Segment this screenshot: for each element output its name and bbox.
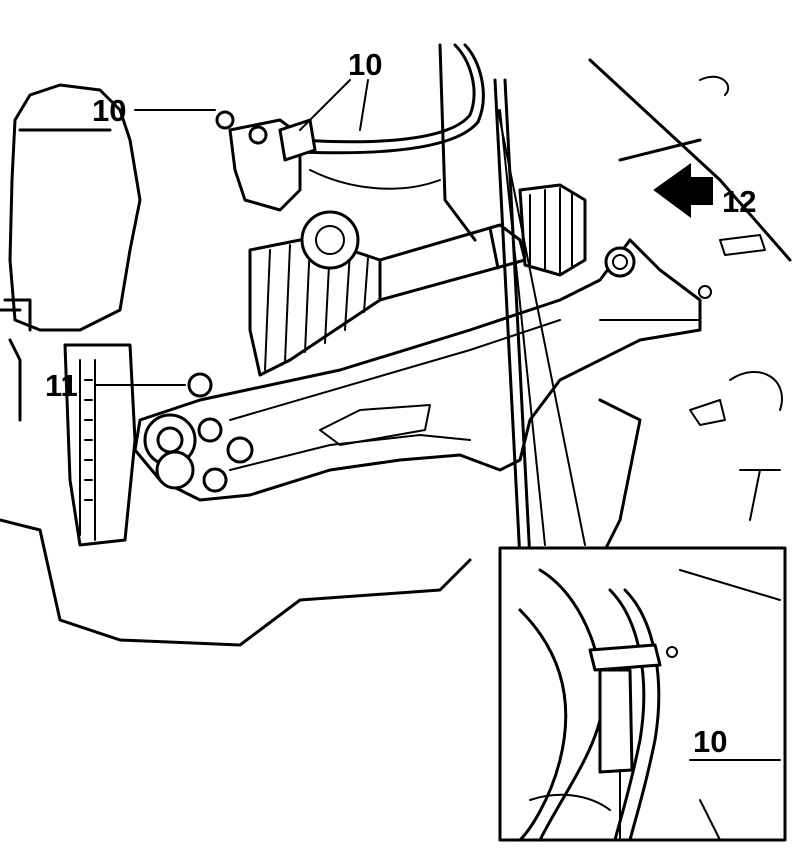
detail-inset (498, 546, 787, 842)
sensor-lines (215, 43, 485, 270)
wheel-housing (438, 43, 792, 562)
callout-detail-inset: 10 (693, 724, 727, 759)
subframe-outline (0, 83, 472, 647)
control-arm (133, 238, 702, 502)
damper-bracket (63, 343, 137, 547)
callout-wheel-bearing-bolt: 11 (45, 368, 78, 403)
ball-joint-bolts (143, 372, 254, 493)
callout-arrow-direction: 12 (722, 184, 756, 219)
leader-lines (94, 79, 701, 721)
direction-arrow-icon (653, 163, 713, 218)
callout-bracket-top-left: 10 (92, 93, 126, 128)
callout-labels: 10 10 11 12 10 (45, 47, 756, 759)
callout-bracket-top-center: 10 (348, 47, 382, 82)
